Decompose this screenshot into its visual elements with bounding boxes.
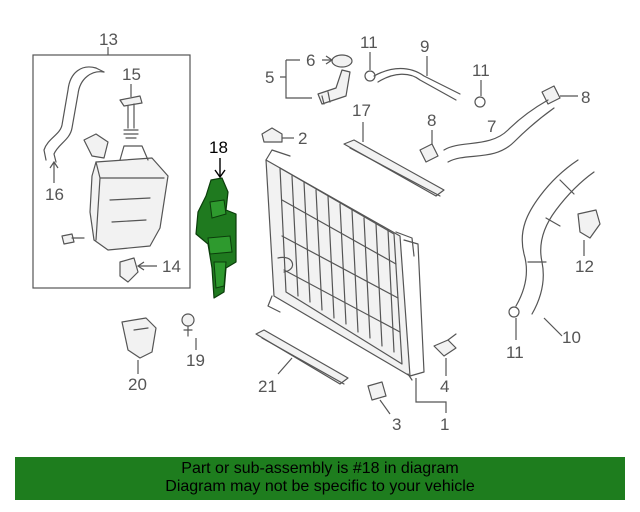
callout-8a[interactable]: 8	[427, 111, 436, 130]
fastener-part-19[interactable]	[181, 313, 195, 337]
radiator-part-1[interactable]	[265, 149, 425, 381]
callout-9[interactable]: 9	[420, 37, 429, 56]
radiator-cap-part-6[interactable]	[331, 54, 353, 68]
callout-1[interactable]: 1	[440, 415, 449, 434]
callout-20[interactable]: 20	[128, 375, 147, 394]
callout-11a[interactable]: 11	[360, 33, 378, 52]
upper-hose-part-7[interactable]	[443, 99, 555, 163]
drain-cock-part-4[interactable]	[433, 333, 457, 357]
callout-17[interactable]: 17	[352, 101, 371, 120]
radiator-seal-part-18[interactable]	[195, 177, 237, 299]
hose-bracket-part-12[interactable]	[577, 209, 601, 239]
leader-14	[136, 261, 157, 271]
filler-neck-part-5[interactable]	[317, 69, 351, 105]
callout-6[interactable]: 6	[306, 51, 315, 70]
callout-13[interactable]: 13	[99, 30, 118, 49]
leader-18	[214, 158, 226, 179]
coolant-reservoir-tank[interactable]	[89, 145, 169, 251]
callout-18[interactable]: 18	[209, 138, 228, 157]
reservoir-bracket	[83, 133, 109, 159]
callout-3[interactable]: 3	[392, 415, 401, 434]
clip-part-14[interactable]	[119, 257, 139, 283]
callout-4[interactable]: 4	[440, 377, 449, 396]
callout-8b[interactable]: 8	[581, 88, 590, 107]
hose-clamp-part-8a[interactable]	[419, 143, 439, 163]
bypass-hose-part-9[interactable]	[373, 67, 461, 101]
leader-16	[49, 160, 59, 183]
lower-hose-part-10[interactable]	[515, 159, 595, 315]
callout-10[interactable]: 10	[562, 328, 581, 347]
callout-15[interactable]: 15	[122, 65, 141, 84]
reservoir-cap-part-15[interactable]	[119, 95, 143, 139]
callout-14[interactable]: 14	[162, 257, 181, 276]
callout-16[interactable]: 16	[45, 185, 64, 204]
notice-line-1: Part or sub-assembly is #18 in diagram	[181, 460, 459, 477]
callout-11b[interactable]: 11	[472, 61, 490, 80]
callout-11c[interactable]: 11	[506, 343, 524, 362]
callout-19[interactable]: 19	[186, 351, 205, 370]
callout-21[interactable]: 21	[258, 377, 277, 396]
hose-clamp-part-8b[interactable]	[541, 85, 561, 105]
parts-diagram: 13 16 15 14 18	[32, 30, 601, 434]
notice-line-2: Diagram may not be specific to your vehi…	[165, 478, 475, 495]
cushion-part-3[interactable]	[367, 381, 387, 401]
leader-6	[322, 55, 334, 65]
leader-3	[379, 399, 391, 415]
leader-1	[415, 378, 447, 413]
callout-5[interactable]: 5	[265, 68, 274, 87]
hose-clamp-part-11b[interactable]	[474, 96, 486, 108]
hose-clamp-part-11c[interactable]	[508, 306, 520, 318]
cushion-part-2[interactable]	[261, 127, 283, 143]
leader-5	[280, 59, 312, 99]
upper-support-part-17[interactable]	[343, 139, 445, 197]
bolt-part	[61, 233, 85, 245]
bracket-part-20[interactable]	[121, 317, 157, 359]
reservoir-hose-part-16[interactable]	[43, 66, 105, 163]
callout-12[interactable]: 12	[575, 257, 594, 276]
leader-10	[543, 317, 563, 337]
callout-2[interactable]: 2	[298, 129, 307, 148]
lower-support-part-21[interactable]	[255, 329, 349, 385]
leader-21	[277, 357, 293, 375]
reservoir-group-box	[32, 47, 191, 289]
fitment-notice-banner: Part or sub-assembly is #18 in diagram D…	[15, 457, 625, 500]
callout-7[interactable]: 7	[487, 117, 496, 136]
